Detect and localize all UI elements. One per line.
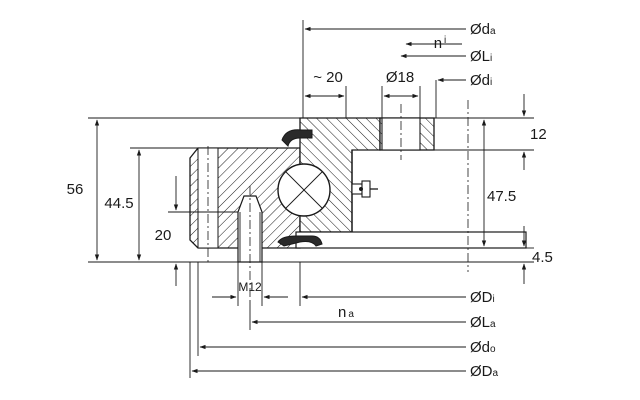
seal-bottom [277, 235, 323, 247]
dim-m12: M12 [238, 280, 262, 294]
dim-20: 20 [155, 227, 172, 244]
dim-approx-20: ~ 20 [313, 69, 343, 86]
dim-47-5: 47.5 [487, 188, 516, 205]
dim-d-o: Ødo [470, 339, 496, 356]
dim-d-i: Ødi [470, 72, 492, 89]
grease-nipple-icon [351, 180, 378, 198]
dim-D-i: ØDi [470, 289, 495, 306]
dimension-lines [88, 20, 534, 378]
seal-top [281, 129, 313, 147]
inner-ring-lower [295, 231, 527, 249]
dim-L-a: ØLa [470, 314, 496, 331]
dim-4-5: 4.5 [532, 249, 553, 266]
dim-12: 12 [530, 126, 547, 143]
dim-44-5: 44.5 [104, 195, 133, 212]
dim-dia-18: Ø18 [386, 69, 414, 86]
dim-L-i: ØLi [470, 48, 492, 65]
dim-56: 56 [67, 181, 84, 198]
rolling-ball [277, 163, 331, 217]
dim-D-a: ØDa [470, 363, 499, 380]
dim-d-a: Øda [470, 21, 496, 38]
inner-ring [299, 104, 435, 233]
